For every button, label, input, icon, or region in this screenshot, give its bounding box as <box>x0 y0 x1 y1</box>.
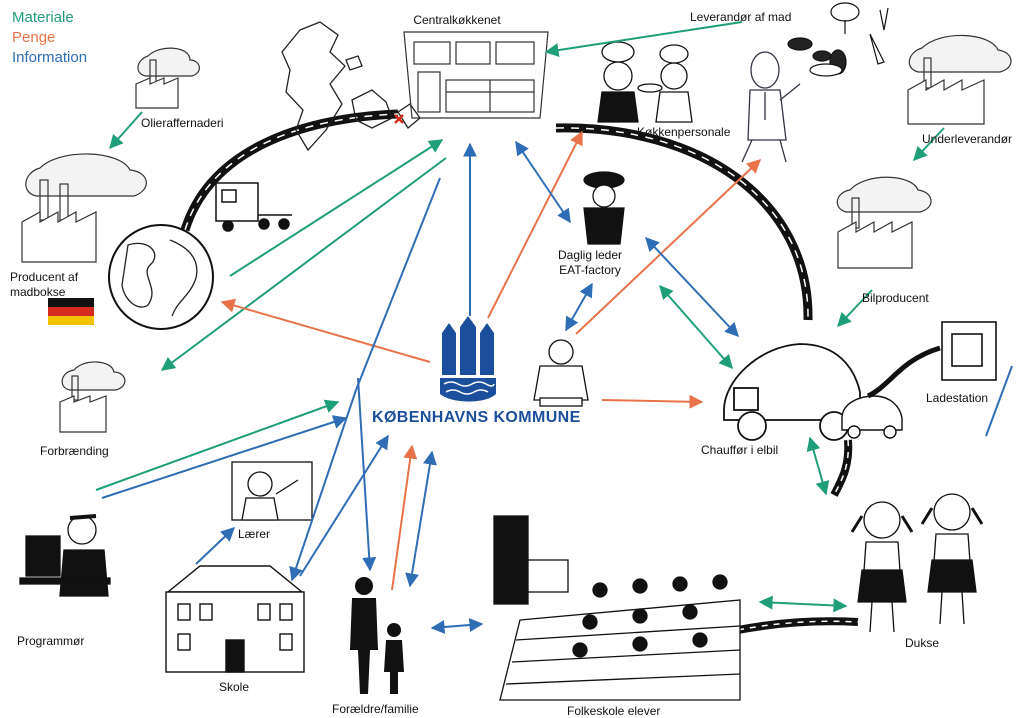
classroom-illustration <box>493 515 741 701</box>
truck-icon <box>215 182 292 232</box>
factory-underleverandor-top <box>907 34 1012 125</box>
road-school-to-dukse <box>737 617 859 634</box>
arrow-programmor-to-kommune <box>95 399 340 491</box>
teacher-illustration <box>231 461 313 521</box>
dukse-illustration <box>850 493 984 633</box>
sitting-person-illustration <box>533 339 589 407</box>
arrow-leverandor-to-kitchen <box>544 21 743 58</box>
label-underleverandor: Underleverandør <box>922 132 1013 146</box>
arrow-school-to-teacher-info <box>195 527 236 565</box>
chefs-illustration <box>597 41 693 123</box>
kobenhavns-kommune-logo <box>440 316 496 402</box>
german-flag <box>48 298 94 325</box>
kitchen-illustration <box>403 31 549 119</box>
factory-olieraffenaderi <box>135 47 200 109</box>
arrow-kitchen-to-forbraending <box>160 157 447 371</box>
arrow-bilproducent-to-car <box>837 289 873 328</box>
label-centralkokkenet: Centralkøkkenet <box>413 13 501 27</box>
arrow-kommune-to-producent-money <box>220 298 431 363</box>
arrow-person-to-car-money <box>601 394 704 409</box>
label-kokkenpersonale: Køkkenpersonale <box>637 125 731 139</box>
label-producent-line1: Producent af <box>10 270 79 284</box>
small-car-illustration <box>841 395 903 439</box>
arrow-manager-car-info <box>645 236 739 338</box>
factory-underleverandor-bottom <box>836 176 932 269</box>
arrow-car-dukse <box>806 436 830 496</box>
legend-information: Information <box>12 49 88 66</box>
road-globe-to-denmark <box>180 109 399 232</box>
arrow-kommune-to-kitchen-money <box>487 130 583 319</box>
factory-producent <box>21 153 147 263</box>
arrow-family-to-kommune-money <box>391 444 418 591</box>
line-ladestation-info <box>985 365 1013 437</box>
manager-illustration <box>583 171 625 245</box>
label-producent-line2: madbokse <box>10 285 66 299</box>
vegetables-illustration <box>787 2 889 77</box>
arrow-family-classroom-info <box>430 618 484 634</box>
label-foraeldre: Forældre/familie <box>332 702 419 716</box>
label-daglig-leder-line1: Daglig leder <box>557 248 623 262</box>
arrow-family-kommune-info <box>405 450 437 588</box>
legend-materiale: Materiale <box>12 9 74 26</box>
line-kitchen-to-school-info <box>355 177 441 391</box>
family-silhouette <box>350 577 404 694</box>
arrow-kitchen-manager-info <box>515 140 571 224</box>
label-daglig-leder-line2: EAT-factory <box>559 263 621 277</box>
arrow-producent-to-kitchen <box>229 139 444 277</box>
programmer-illustration <box>19 514 111 597</box>
road-car-to-dukse <box>830 439 853 497</box>
supplier-illustration <box>741 51 801 163</box>
arrow-manager-car-material <box>659 284 733 370</box>
legend: Materiale Penge Information <box>12 8 87 68</box>
arrow-classroom-dukse <box>758 595 848 613</box>
label-chauffor: Chauffør i elbil <box>701 443 779 457</box>
legend-penge: Penge <box>12 29 56 46</box>
label-olieraffenaderi: Olieraffernaderi <box>141 116 224 130</box>
electric-car-illustration <box>723 343 861 441</box>
globe-icon <box>108 224 214 330</box>
arrow-school-to-kommune-info <box>299 434 389 577</box>
label-leverandor: Leverandør af mad <box>690 10 792 24</box>
label-bilproducent: Bilproducent <box>862 291 929 305</box>
arrow-underleverandor-chain <box>913 127 945 162</box>
arrow-programmor-to-kommune-info <box>101 415 348 499</box>
label-dukse: Dukse <box>905 636 940 650</box>
label-ladestation: Ladestation <box>926 391 989 405</box>
arrow-to-school-info <box>289 389 357 582</box>
label-programmor: Programmør <box>17 634 85 648</box>
label-laerer: Lærer <box>238 527 271 541</box>
factory-forbraending <box>59 361 126 433</box>
charging-plug-illustration <box>866 321 997 399</box>
school-building-illustration <box>165 565 305 673</box>
label-skole: Skole <box>219 680 250 694</box>
label-folkeskole: Folkeskole elever <box>567 704 661 718</box>
arrow-manager-person-info <box>565 282 593 332</box>
label-forbraending: Forbrænding <box>40 444 109 458</box>
kobenhavns-kommune-label: KØBENHAVNS KOMMUNE <box>372 409 581 426</box>
arrow-olie-to-producent <box>109 111 143 150</box>
road-kitchen-to-car <box>555 123 813 321</box>
